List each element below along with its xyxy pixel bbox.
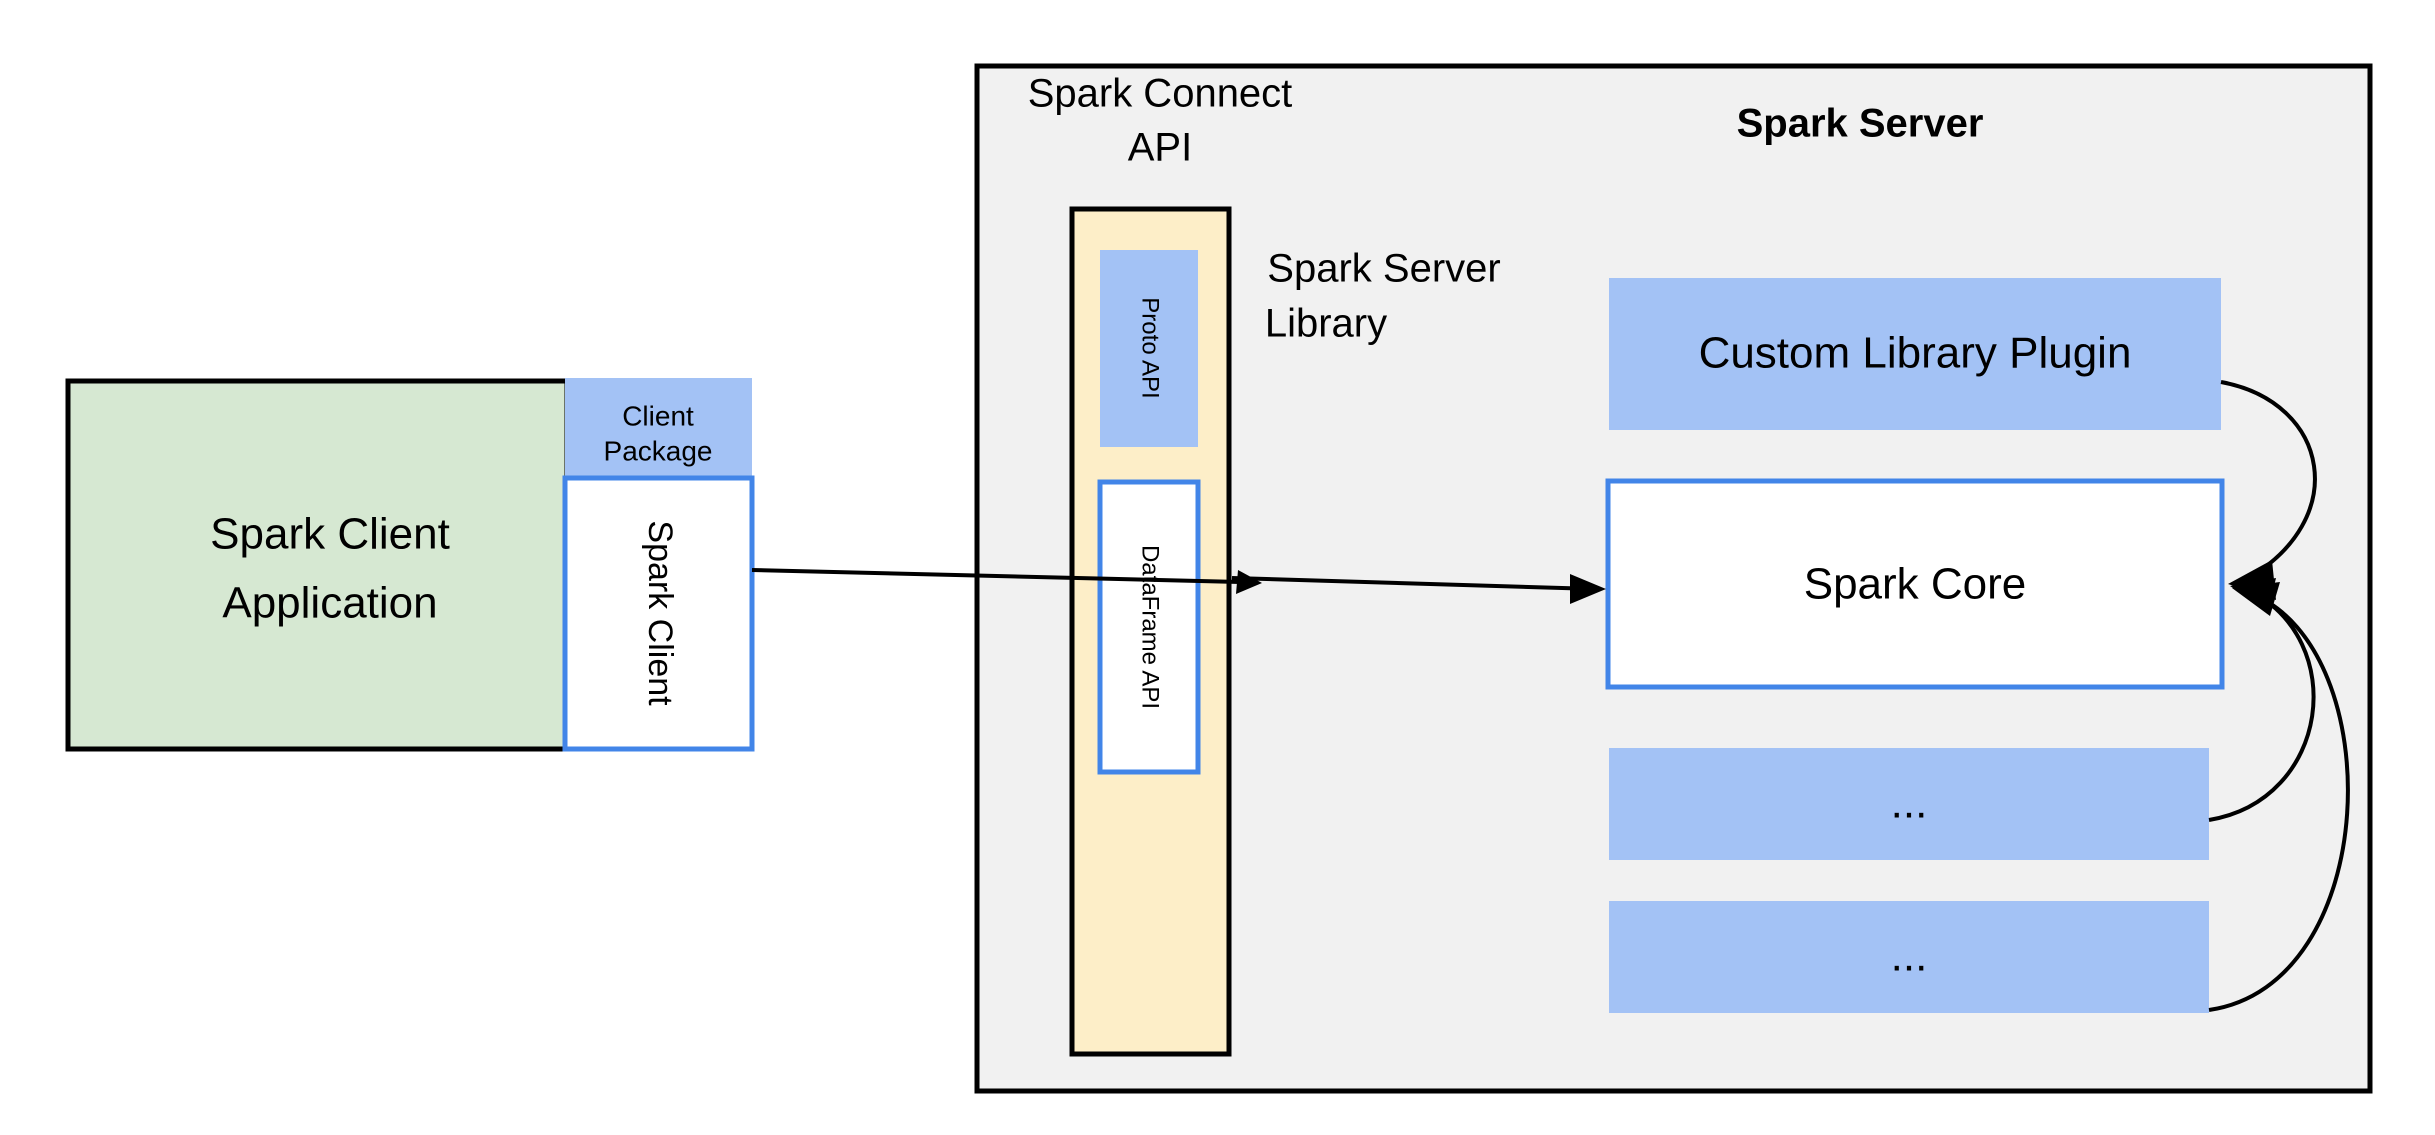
custom-library-plugin-label: Custom Library Plugin xyxy=(1699,329,2132,378)
spark-client-box[interactable] xyxy=(562,475,755,752)
spark-client-label: Spark Client xyxy=(641,520,679,706)
dataframe-api-label: DataFrame API xyxy=(1137,545,1164,709)
server-component-ellipsis-1-label: ... xyxy=(1891,779,1928,828)
edge-dataframe-api-to-spark-core xyxy=(1231,574,1606,604)
server-component-ellipsis-2-box[interactable] xyxy=(1609,901,2209,1013)
spark-server-title: Spark Server xyxy=(1737,102,1984,146)
client-package-label-line2: Package xyxy=(604,435,713,466)
spark-connect-api-label-line1: Spark Connect xyxy=(1028,72,1293,116)
spark-core-box[interactable] xyxy=(1605,478,2225,690)
custom-library-plugin-box[interactable] xyxy=(1609,278,2221,430)
spark-server-library-label-line1: Spark Server xyxy=(1267,247,1500,291)
spark-connect-api-label-line2: API xyxy=(1128,126,1192,170)
server-component-ellipsis-2-label: ... xyxy=(1891,932,1928,981)
edge-spark-client-to-dataframe-api xyxy=(751,568,1262,594)
spark-server-library-label-line2: Library xyxy=(1265,302,1387,346)
spark-client-application-label-line1: Spark Client xyxy=(210,510,450,559)
spark-core-label: Spark Core xyxy=(1804,560,2027,609)
server-component-ellipsis-1-box[interactable] xyxy=(1609,748,2209,860)
proto-api-label: Proto API xyxy=(1137,297,1164,398)
spark-client-application-box[interactable] xyxy=(65,378,570,752)
client-package-label-line1: Client xyxy=(622,400,694,431)
client-package-box[interactable] xyxy=(565,378,752,478)
edge-ellipsis-2-to-spark-core xyxy=(2208,582,2350,1012)
dataframe-api-box[interactable] xyxy=(1097,479,1201,775)
spark-client-application-label-line2: Application xyxy=(222,579,437,628)
proto-api-box[interactable] xyxy=(1100,250,1198,447)
